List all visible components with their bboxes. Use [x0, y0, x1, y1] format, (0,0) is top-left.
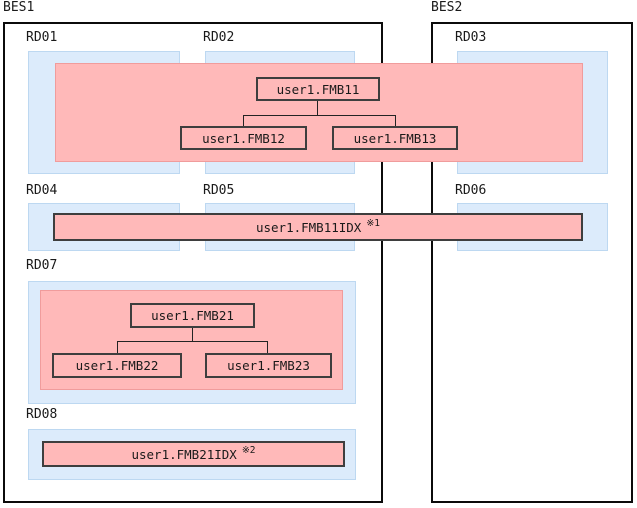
cluster-box-bes2 — [431, 22, 633, 503]
index-label-fmb11idx: user1.FMB11IDX — [255, 219, 362, 235]
rdarea-label-rd04: RD04 — [26, 183, 58, 198]
tree1-stem-line — [317, 100, 318, 115]
footnote-ref-1: ※1 — [366, 217, 381, 229]
rdarea-label-rd01: RD01 — [26, 30, 58, 45]
cluster-box-bes1 — [3, 22, 383, 503]
tree1-branch-line — [243, 115, 396, 116]
table-box-fmb13: user1.FMB13 — [332, 126, 458, 150]
table-box-fmb21: user1.FMB21 — [130, 303, 255, 328]
tree2-stem-line — [192, 327, 193, 341]
rdarea-label-rd05: RD05 — [203, 183, 235, 198]
table-data-region-fmb11-group — [55, 63, 583, 162]
table-box-fmb23: user1.FMB23 — [205, 353, 332, 378]
table-box-fmb11: user1.FMB11 — [256, 77, 380, 101]
index-label-fmb21idx: user1.FMB21IDX — [131, 446, 237, 462]
tree2-branch-line — [117, 341, 268, 342]
tree2-leg-right-line — [267, 341, 268, 353]
rdarea-label-rd02: RD02 — [203, 30, 235, 45]
index-bar-fmb11idx: user1.FMB11IDX ※1 — [53, 213, 583, 241]
rdarea-label-rd06: RD06 — [455, 183, 487, 198]
tree1-leg-right-line — [395, 115, 396, 126]
cluster-label-bes1: BES1 — [3, 0, 35, 15]
rdarea-label-rd07: RD07 — [26, 258, 58, 273]
table-box-fmb22: user1.FMB22 — [52, 353, 182, 378]
cluster-label-bes2: BES2 — [431, 0, 463, 15]
rdarea-label-rd03: RD03 — [455, 30, 487, 45]
footnote-ref-2: ※2 — [241, 444, 256, 456]
table-data-region-fmb21-group — [40, 290, 343, 390]
table-box-fmb12: user1.FMB12 — [180, 126, 307, 150]
tree2-leg-left-line — [117, 341, 118, 353]
index-bar-fmb21idx: user1.FMB21IDX ※2 — [42, 441, 345, 467]
tree1-leg-left-line — [243, 115, 244, 126]
rdarea-label-rd08: RD08 — [26, 407, 58, 422]
